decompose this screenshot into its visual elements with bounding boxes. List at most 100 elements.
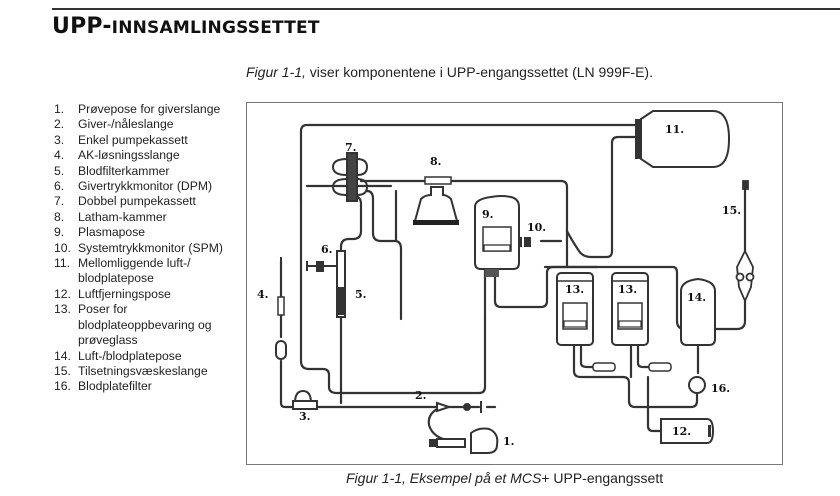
additive-line-15 (735, 180, 755, 304)
legend-item: 1. Prøvepose for giverslange (54, 102, 244, 117)
tube-plasma (483, 265, 599, 321)
caption-italic: Figur 1-1, Eksempel på et MCS+ (346, 470, 550, 486)
legend-item: 16.Blodplatefilter (54, 379, 244, 394)
legend-number: 9. (54, 225, 65, 240)
legend-item: 12. Luftfjerningspose (54, 287, 244, 302)
dpm-6 (306, 261, 341, 272)
sample-tube (592, 362, 616, 372)
intro-figure-ref: Figur 1-1, (246, 64, 306, 80)
intro-description: viser komponentene i UPP-engangssettet (… (305, 64, 653, 80)
legend-number: 12. (54, 286, 71, 301)
legend-number: 10. (54, 240, 71, 255)
legend-text: AK-løsningsslange (78, 148, 180, 163)
tube-to-12 (646, 375, 663, 433)
latham-bowl-8 (413, 176, 459, 225)
tube-7-to-5 (339, 194, 363, 253)
legend-number: 13. (54, 302, 71, 317)
bag-11 (635, 110, 731, 168)
tube-15-down (699, 299, 747, 331)
label-5: 5. (355, 288, 366, 301)
storage-bag-13a (556, 272, 594, 346)
legend-number: 16. (54, 379, 71, 394)
legend-number: 15. (54, 363, 71, 378)
tube-10-to-11 (565, 135, 639, 259)
label-3: 3. (299, 410, 310, 423)
legend-text: Luftfjerningspose (78, 286, 171, 301)
legend-number: 4. (54, 148, 65, 163)
tube-top (299, 123, 639, 203)
intro-text: Figur 1-1, viser komponentene i UPP-enga… (246, 64, 653, 80)
legend-text: Giver-/nåleslange (78, 117, 174, 132)
figure-caption: Figur 1-1, Eksempel på et MCS+ UPP-engan… (346, 470, 663, 486)
tube-13a-out (572, 344, 699, 409)
legend-number: 7. (54, 194, 65, 209)
legend-item: 15. Tilsetningsvæskeslange (54, 364, 244, 379)
cassette-7 (331, 152, 369, 202)
label-9: 9. (482, 208, 493, 221)
cassette-3 (292, 389, 318, 410)
label-7: 7. (345, 141, 356, 154)
sample-pouch-1 (429, 427, 499, 454)
platelet-filter-16 (688, 376, 706, 394)
air-bag-12 (660, 418, 715, 444)
label-11: 11. (665, 123, 684, 136)
legend-item: 2.Giver-/nåleslange (54, 117, 244, 132)
legend-text: Blodfilterkammer (78, 163, 170, 178)
label-13a: 13. (565, 283, 584, 296)
legend-text: Dobbel pumpekassett (78, 194, 196, 209)
label-13b: 13. (618, 283, 637, 296)
legend-item: 14. Luft-/blodplatepose (54, 349, 244, 364)
label-16: 16. (711, 382, 730, 395)
legend-item: 9. Plasmapose (54, 225, 244, 240)
label-15: 15. (722, 204, 741, 217)
label-14: 14. (687, 291, 706, 304)
legend-item: 6. Givertrykkmonitor (DPM) (54, 179, 244, 194)
label-1: 1. (503, 435, 514, 448)
legend-text: Systemtrykkmonitor (SPM) (78, 240, 223, 255)
legend-number: 8. (54, 209, 65, 224)
tube-to-samples (579, 344, 651, 369)
legend-text: Poser for blodplateoppbevaring og prøveg… (78, 302, 212, 348)
label-8: 8. (430, 155, 441, 168)
legend-item: 11. Mellomliggende luft-/ blodplatepose (54, 256, 244, 287)
legend-number: 5. (54, 163, 65, 178)
tube-left-loop (299, 199, 487, 395)
legend-text: Luft-/blodplatepose (78, 348, 182, 363)
legend-text: Latham-kammer (78, 209, 167, 224)
header-rule (52, 8, 840, 10)
tubing (279, 123, 747, 443)
legend-text: Mellomliggende luft-/ blodplatepose (78, 256, 191, 286)
spm-10 (520, 237, 531, 247)
label-2: 2. (415, 389, 426, 402)
legend-item: 3.Enkel pumpekassett (54, 133, 244, 148)
label-12: 12. (672, 425, 691, 438)
tube-7-right (365, 189, 403, 321)
tube-1 (427, 405, 455, 443)
legend-item: 4. AK-løsningsslange (54, 148, 244, 163)
legend-text: Tilsetningsvæskeslange (78, 363, 208, 378)
ac-line-4 (275, 257, 287, 360)
legend-number: 1. (54, 102, 65, 116)
legend-number: 14. (54, 348, 71, 363)
legend-item: 13. Poser for blodplateoppbevaring og prø… (54, 302, 244, 348)
title-rest: INNSAMLINGSSETTET (111, 18, 320, 38)
label-10: 10. (527, 221, 546, 234)
bag-14 (680, 277, 716, 346)
legend-text: Prøvepose for giverslange (78, 102, 221, 116)
legend-item: 7. Dobbel pumpekassett (54, 194, 244, 209)
title-main: UPP- (52, 14, 112, 39)
tube-4 (279, 259, 295, 409)
legend-item: 8. Latham-kammer (54, 210, 244, 225)
tube-to-10 (559, 179, 569, 233)
sample-tube (648, 362, 672, 372)
legend-text: Plasmapose (78, 225, 146, 240)
disposable-set-diagram: 1. 2. 3. 4. 5. 6. 7. 8. 9. 10. 11. 12. 1… (257, 110, 755, 454)
legend-number: 6. (54, 179, 65, 194)
legend-text: Givertrykkmonitor (DPM) (78, 179, 213, 194)
legend-number: 11. (54, 256, 71, 271)
figure-frame: 1. 2. 3. 4. 5. 6. 7. 8. 9. 10. 11. 12. 1… (246, 102, 783, 465)
label-4: 4. (257, 288, 268, 301)
legend-item: 10. Systemtrykkmonitor (SPM) (54, 241, 244, 256)
legend-text: Enkel pumpekassett (78, 132, 188, 147)
component-legend: 1. Prøvepose for giverslange 2.Giver-/nål… (54, 102, 244, 395)
